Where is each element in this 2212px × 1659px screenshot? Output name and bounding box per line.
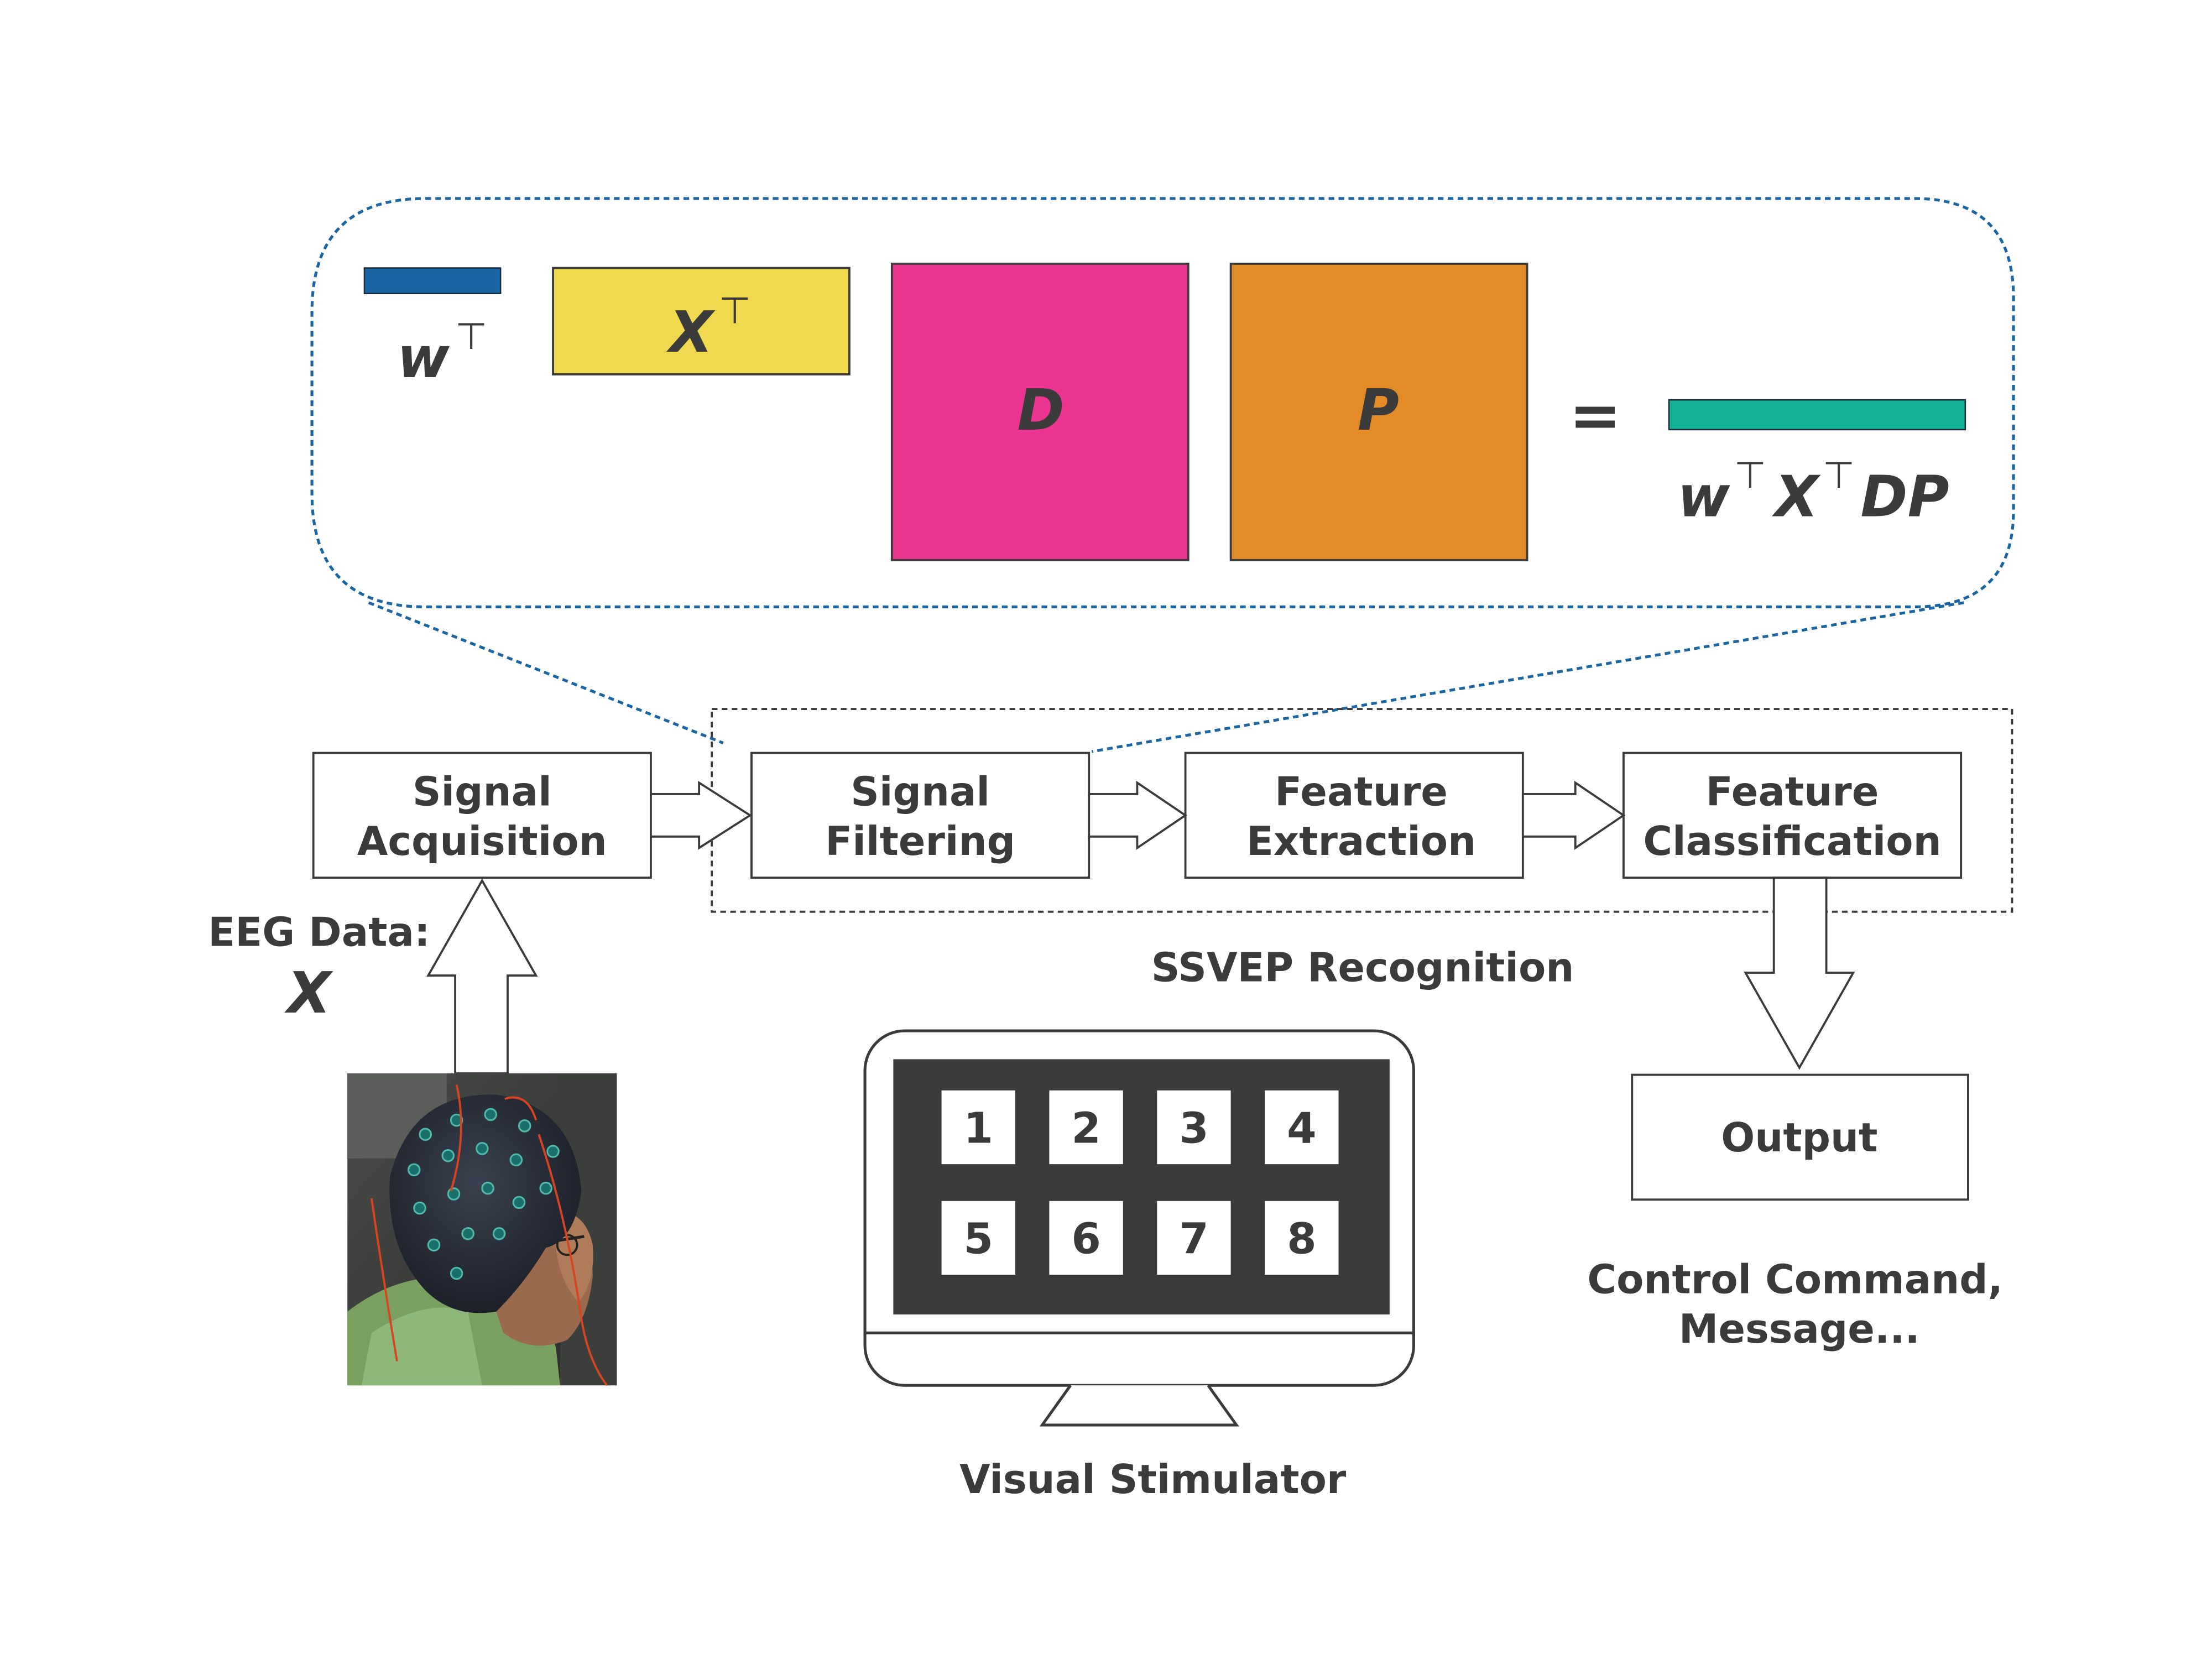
feature-classification-box: Feature Classification (1622, 752, 1963, 879)
svg-text:3: 3 (1179, 1104, 1209, 1154)
visual-stimulator-monitor: 1 2 3 4 5 6 7 8 (863, 1029, 1415, 1427)
output-caption-line2: Message... (1679, 1306, 1920, 1352)
equals-sign: = (1569, 379, 1621, 452)
svg-text:1: 1 (963, 1104, 993, 1154)
arrow-filtering-to-extraction (1088, 780, 1188, 850)
stimulus-key-2: 2 (1049, 1090, 1123, 1165)
signal-filtering-line2: Filtering (825, 818, 1015, 864)
x-transpose-matrix (552, 267, 851, 375)
x-transpose-label: X⊤ (666, 289, 750, 366)
arrow-subject-to-acquisition (426, 878, 538, 1074)
callout-link-left (368, 601, 724, 744)
svg-text:5: 5 (963, 1215, 993, 1264)
feature-classification-line2: Classification (1643, 818, 1941, 864)
p-label: P (1358, 378, 1399, 444)
stimulus-key-7: 7 (1157, 1201, 1231, 1275)
p-matrix (1229, 263, 1528, 561)
signal-acquisition-line1: Signal (413, 768, 552, 815)
svg-text:4: 4 (1287, 1104, 1317, 1154)
stimulus-key-8: 8 (1265, 1201, 1339, 1275)
svg-text:6: 6 (1071, 1215, 1101, 1264)
visual-stimulator-label: Visual Stimulator (959, 1456, 1347, 1503)
eeg-subject-photo (347, 1073, 617, 1386)
stimulus-key-1: 1 (941, 1090, 1015, 1165)
arrow-extraction-to-classification (1521, 780, 1626, 850)
signal-acquisition-box: Signal Acquisition (312, 752, 652, 879)
feature-extraction-line2: Extraction (1246, 818, 1476, 864)
signal-filtering-line1: Signal (851, 768, 990, 815)
eeg-data-label: EEG Data: (208, 909, 430, 955)
arrow-classification-to-output (1744, 877, 1855, 1070)
output-label: Output (1721, 1114, 1877, 1161)
result-vector-bar (1668, 399, 1966, 431)
zoom-callout: w⊤ X⊤ D P = w⊤X⊤DP (310, 197, 2015, 753)
feature-extraction-line1: Feature (1275, 768, 1448, 815)
output-box: Output (1631, 1073, 1969, 1201)
signal-filtering-box: Signal Filtering (750, 752, 1091, 879)
eeg-data-symbol: X (284, 961, 333, 1026)
svg-text:2: 2 (1071, 1104, 1101, 1154)
arrow-acquisition-to-filtering (650, 780, 752, 850)
feature-extraction-box: Feature Extraction (1184, 752, 1524, 879)
monitor-stand (1039, 1384, 1239, 1427)
stimulus-key-5: 5 (941, 1201, 1015, 1275)
feature-classification-line1: Feature (1706, 768, 1879, 815)
svg-text:7: 7 (1179, 1215, 1209, 1264)
stimulus-key-3: 3 (1157, 1090, 1231, 1165)
result-formula-label: w⊤X⊤DP (1677, 453, 1949, 530)
d-label: D (1017, 378, 1064, 444)
output-caption-line1: Control Command, (1587, 1256, 2003, 1302)
svg-text:8: 8 (1287, 1215, 1317, 1264)
ssvep-recognition-group (711, 708, 2013, 913)
d-matrix (890, 263, 1190, 561)
stimulus-key-6: 6 (1049, 1201, 1123, 1275)
signal-acquisition-line2: Acquisition (357, 818, 607, 864)
ssvep-recognition-label: SSVEP Recognition (1151, 944, 1574, 990)
stimulus-key-4: 4 (1265, 1090, 1339, 1165)
w-vector-bar (363, 267, 502, 295)
w-transpose-label: w⊤ (397, 315, 487, 391)
callout-link-right (1091, 601, 1964, 753)
callout-outline (310, 197, 2015, 608)
